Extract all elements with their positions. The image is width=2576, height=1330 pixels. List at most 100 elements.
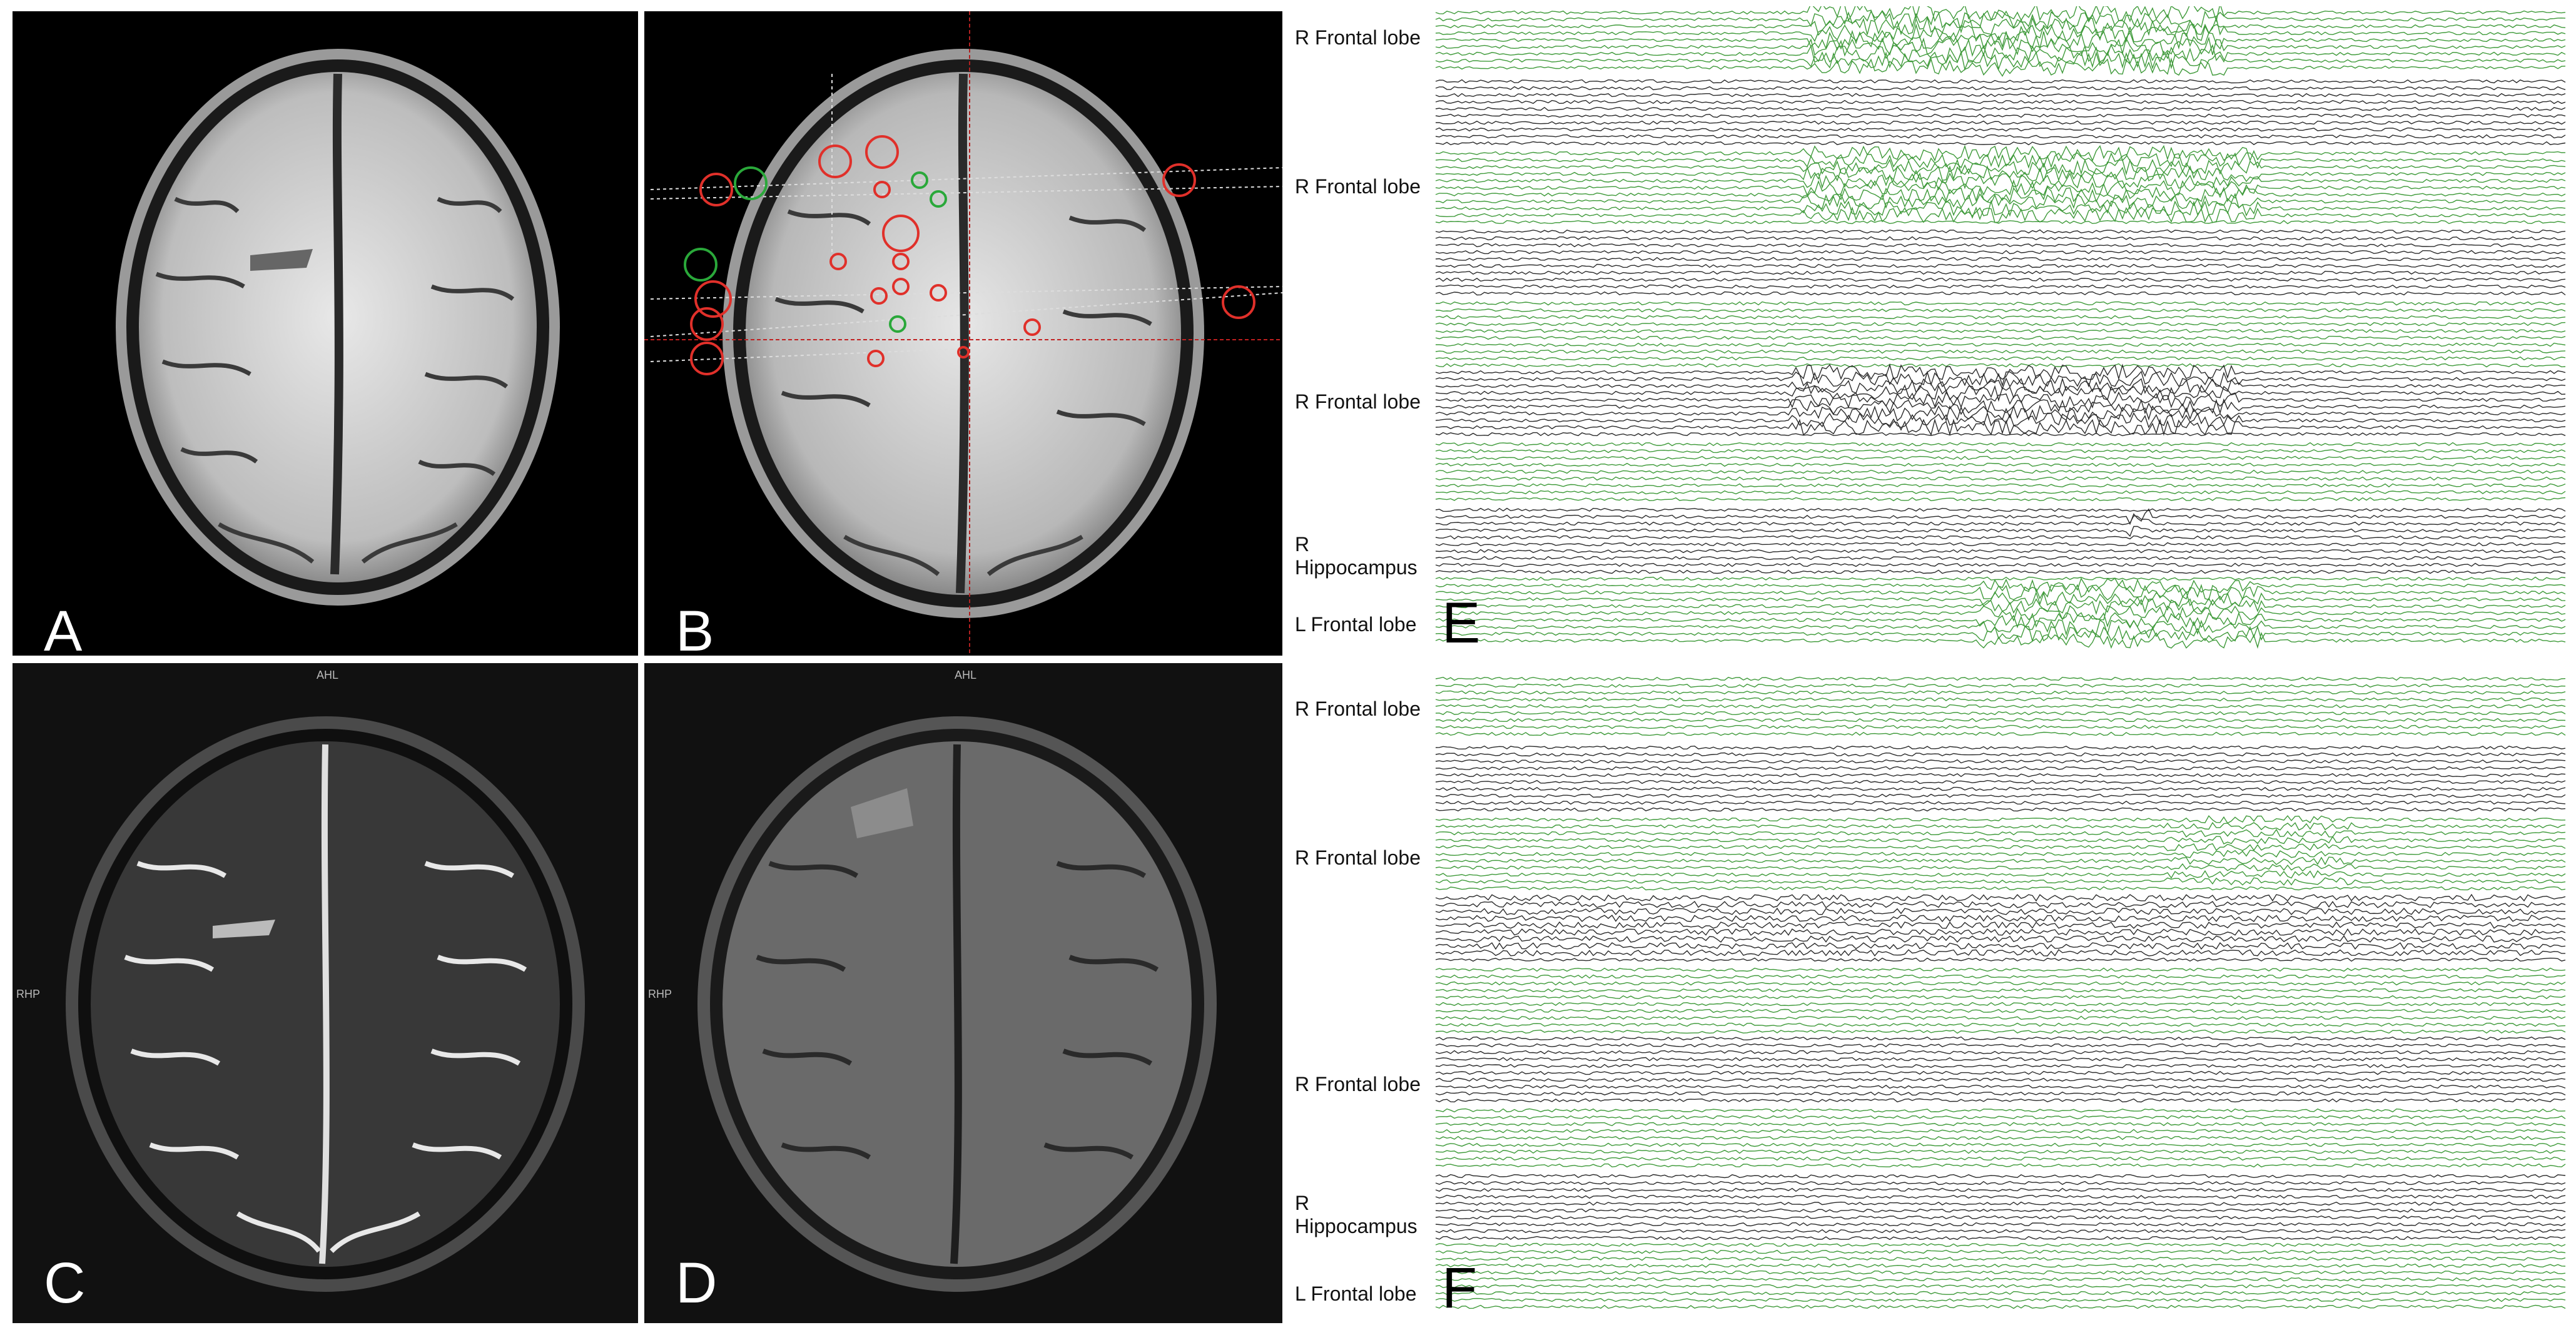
channel-label-e-4: R Hippocampus	[1295, 533, 1417, 579]
seeg-trace-line	[1435, 29, 2566, 50]
seeg-trace-line	[1435, 1015, 2566, 1020]
seeg-trace-line	[1435, 591, 2566, 607]
seeg-trace-line	[1435, 525, 2566, 537]
mri-panel-a: A	[13, 11, 638, 656]
seeg-trace-line	[1435, 631, 2566, 649]
seeg-trace-line	[1435, 1108, 2566, 1113]
seeg-trace-line	[1435, 370, 2566, 388]
channel-label-f-3: R Frontal lobe	[1295, 1073, 1421, 1095]
seeg-trace-line	[1435, 1070, 2566, 1075]
seeg-trace-line	[1435, 469, 2566, 474]
seeg-trace-line	[1435, 935, 2566, 943]
seeg-trace-line	[1435, 786, 2566, 791]
channel-label-e-5: L Frontal lobe	[1295, 613, 1417, 636]
seeg-trace-line	[1435, 850, 2566, 858]
seeg-trace-line	[1435, 711, 2566, 716]
seeg-trace-line	[1435, 731, 2566, 736]
seeg-panel-f: R Frontal lobe R Frontal lobe R Frontal …	[1289, 673, 2571, 1323]
seeg-trace-line	[1435, 127, 2566, 132]
seeg-trace-line	[1435, 250, 2566, 255]
seeg-trace-line	[1435, 752, 2566, 757]
seeg-trace-line	[1435, 106, 2566, 111]
seeg-trace-line	[1435, 412, 2566, 429]
seeg-trace-line	[1435, 277, 2566, 282]
seeg-trace-line	[1435, 949, 2565, 957]
seeg-trace-line	[1435, 815, 2566, 824]
seeg-trace-line	[1435, 863, 2566, 872]
seeg-trace-line	[1435, 718, 2566, 723]
seeg-trace-line	[1435, 542, 2566, 547]
seeg-trace-line	[1435, 1270, 2566, 1275]
mri-panel-d: AHL RHP D	[644, 663, 1282, 1323]
seeg-trace-line	[1435, 793, 2566, 798]
seeg-trace-line	[1435, 877, 2566, 886]
seeg-trace-line	[1435, 508, 2566, 525]
seeg-trace-line	[1435, 455, 2566, 460]
panel-letter-a: A	[44, 599, 83, 656]
seeg-trace-line	[1435, 928, 2566, 936]
seeg-trace-line	[1435, 981, 2566, 986]
seeg-trace-line	[1435, 800, 2566, 805]
seeg-trace-line	[1435, 507, 2566, 512]
channel-label-e-1: R Frontal lobe	[1295, 26, 1421, 49]
seeg-trace-line	[1435, 206, 2566, 223]
channel-label-e-2: R Frontal lobe	[1295, 175, 1421, 198]
channel-label-f-1: R Frontal lobe	[1295, 698, 1421, 720]
seeg-trace-line	[1435, 921, 2566, 929]
seeg-trace-line	[1435, 363, 2566, 381]
seeg-trace-line	[1435, 1084, 2566, 1089]
panel-letter-b: B	[676, 599, 714, 656]
seeg-trace-line	[1435, 57, 2566, 77]
seeg-trace-line	[1435, 405, 2566, 422]
seeg-trace-line	[1435, 1163, 2566, 1168]
seeg-trace-line	[1435, 1297, 2566, 1302]
seeg-trace-line	[1435, 870, 2566, 879]
seeg-trace-line	[1435, 36, 2566, 57]
seeg-trace-line	[1435, 549, 2566, 554]
seeg-trace-line	[1435, 10, 2566, 29]
seeg-trace-line	[1435, 1149, 2566, 1154]
seeg-trace-line	[1435, 1208, 2566, 1213]
seeg-trace-line	[1435, 186, 2566, 203]
seeg-trace-line	[1435, 483, 2566, 488]
seeg-trace-line	[1435, 1063, 2566, 1069]
seeg-trace-line	[1435, 1187, 2566, 1192]
seeg-trace-line	[1435, 576, 2566, 581]
seeg-trace-line	[1435, 676, 2566, 681]
seeg-trace-line	[1435, 611, 2566, 629]
seeg-trace-line	[1435, 99, 2566, 104]
seeg-trace-line	[1435, 490, 2566, 495]
seeg-trace-line	[1435, 497, 2566, 502]
seeg-trace-line	[1435, 356, 2566, 361]
seeg-trace-line	[1435, 86, 2566, 91]
seeg-trace-line	[1435, 284, 2566, 289]
seeg-trace-line	[1435, 704, 2566, 709]
seeg-trace-line	[1435, 165, 2566, 183]
seeg-trace-line	[1435, 598, 2566, 616]
seeg-trace-line	[1435, 432, 2566, 437]
orientation-label-side-d: RHP	[648, 988, 672, 1000]
seeg-trace-line	[1435, 1222, 2566, 1227]
seeg-trace-line	[1435, 377, 2566, 395]
seeg-trace-line	[1435, 120, 2566, 125]
seeg-trace-line	[1435, 442, 2566, 447]
seeg-trace-line	[1435, 1002, 2566, 1007]
seeg-trace-line	[1435, 577, 2566, 594]
seeg-trace-line	[1435, 1201, 2566, 1206]
seeg-trace-line	[1435, 1050, 2566, 1055]
seeg-trace-line	[1435, 44, 2566, 64]
seeg-traces-e	[1435, 6, 2566, 649]
seeg-trace-line	[1435, 690, 2566, 695]
seeg-trace-line	[1435, 263, 2566, 268]
seeg-trace-line	[1435, 974, 2566, 979]
seeg-trace-line	[1435, 93, 2566, 98]
seeg-trace-line	[1435, 291, 2566, 296]
seeg-trace-line	[1435, 328, 2566, 333]
seeg-trace-line	[1435, 229, 2566, 234]
seeg-trace-line	[1436, 301, 2566, 306]
seeg-trace-line	[1435, 1277, 2566, 1282]
seeg-trace-line	[1435, 1043, 2566, 1048]
orientation-label-top-d: AHL	[955, 669, 977, 681]
seeg-trace-line	[1435, 1036, 2566, 1041]
seeg-trace-line	[1435, 766, 2566, 771]
